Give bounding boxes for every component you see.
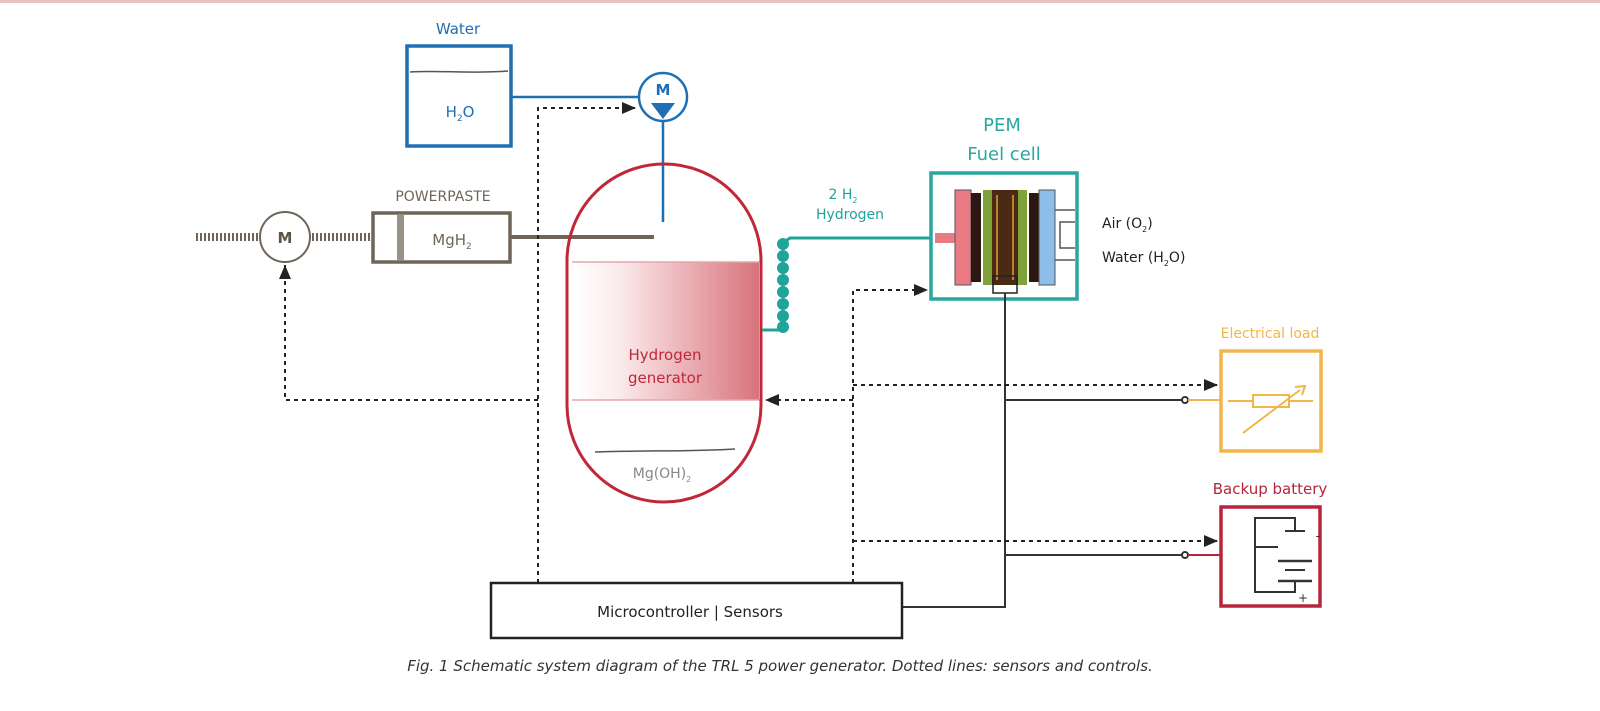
water-out-label: Water (H2O) [1102, 250, 1185, 268]
water-tank: Water H2O [405, 20, 513, 148]
powerpaste-cartridge: POWERPASTE MgH2 [371, 189, 512, 264]
control-lines [279, 102, 1218, 583]
motor-shaft-right [310, 233, 398, 241]
air-label: Air (O2) [1102, 216, 1153, 234]
residue-label: Mg(OH)2 [633, 466, 692, 484]
water-tank-label: Water [436, 20, 481, 38]
generator-label-1: Hydrogen [629, 346, 702, 364]
motor: M [259, 211, 311, 263]
battery-minus: - [1316, 529, 1321, 544]
pump: M [637, 71, 689, 123]
plunger [397, 215, 404, 260]
motor-shaft-left [195, 233, 260, 241]
microcontroller: Microcontroller | Sensors [489, 581, 904, 640]
water-tank-content: H2O [446, 103, 475, 124]
electrical-load: Electrical load [1219, 326, 1323, 453]
water-level [409, 70, 509, 73]
power-wiring [903, 293, 1189, 608]
hydrogen-line: 2 H2 Hydrogen [762, 187, 931, 333]
figure-caption: Fig. 1 Schematic system diagram of the T… [407, 657, 1153, 675]
motor-symbol: M [278, 229, 293, 247]
pump-symbol: M [656, 81, 671, 99]
hydrogen-label: Hydrogen [816, 207, 884, 223]
fuel-cell: PEM Fuel cell Air (O2) Water (H2O) [929, 115, 1185, 301]
electrical-load-label: Electrical load [1221, 326, 1320, 342]
hydrogen-generator: Hydrogen generator Mg(OH)2 [565, 162, 763, 504]
microcontroller-label: Microcontroller | Sensors [597, 603, 783, 621]
residue-level [594, 448, 736, 453]
backup-battery: Backup battery - + [1213, 480, 1328, 608]
generator-label-2: generator [628, 369, 703, 387]
battery-icon [1254, 517, 1312, 593]
fuel-cell-title-1: PEM [983, 115, 1021, 136]
cooling-coil-icon [777, 238, 789, 333]
fuel-cell-title-2: Fuel cell [967, 144, 1041, 165]
hydrogen-formula: 2 H2 [829, 187, 858, 205]
powerpaste-content: MgH2 [432, 231, 471, 252]
pump-arrow-icon [651, 103, 675, 119]
variable-resistor-icon [1228, 384, 1313, 434]
battery-label: Backup battery [1213, 480, 1328, 498]
battery-plus: + [1298, 591, 1308, 605]
powerpaste-label: POWERPASTE [395, 189, 490, 205]
